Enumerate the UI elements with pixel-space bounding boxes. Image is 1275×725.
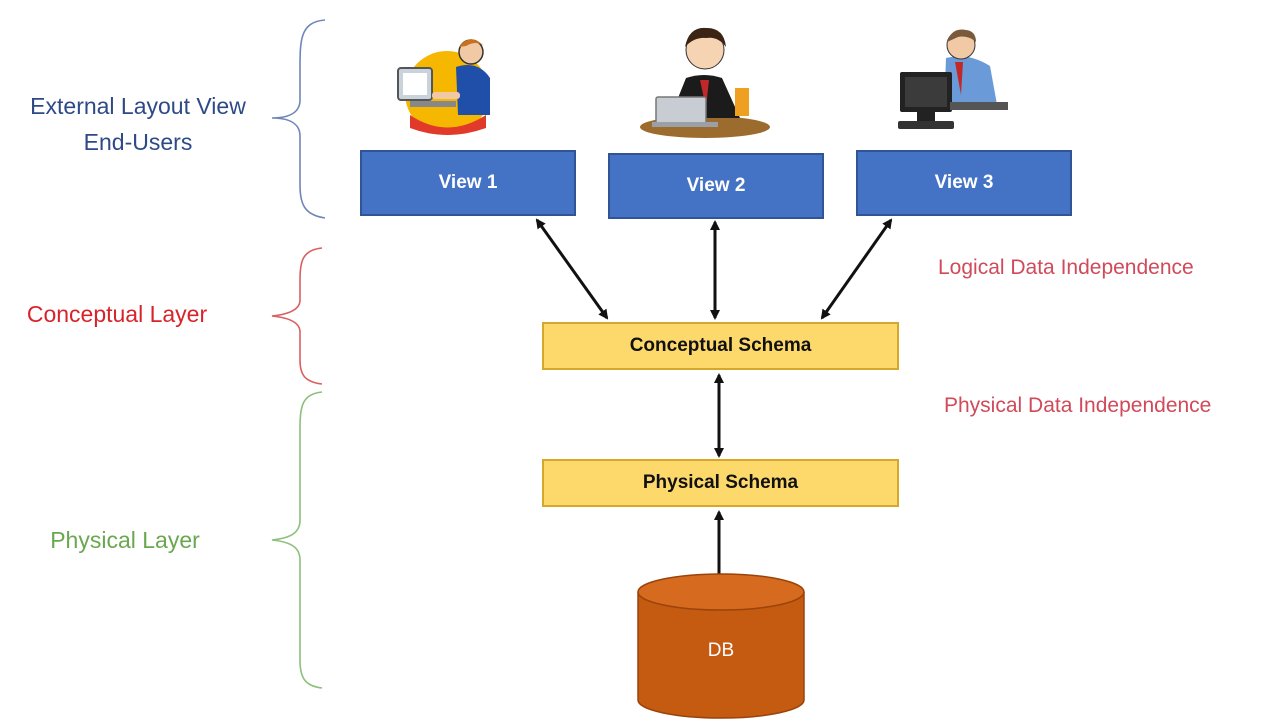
conceptual-brace	[271, 247, 323, 385]
arrow-view3-conceptual	[820, 218, 893, 320]
physical-independence-label: Physical Data Independence	[944, 394, 1212, 417]
external-brace	[271, 19, 326, 219]
physical-schema-box: Physical Schema	[542, 459, 899, 507]
arrow-view1-conceptual	[535, 218, 609, 320]
conceptual-schema-box: Conceptual Schema	[542, 322, 899, 370]
user-laptop-icon	[640, 27, 770, 138]
external-layer-label: External Layout View End-Users	[18, 88, 258, 160]
database-cylinder	[637, 573, 805, 719]
logical-independence-label: Logical Data Independence	[938, 256, 1194, 279]
physical-layer-label: Physical Layer	[50, 527, 200, 553]
user-monitor-icon	[898, 29, 1008, 129]
view-3-box: View 3	[856, 150, 1072, 216]
user-computer-icon	[397, 39, 490, 135]
view-2-box: View 2	[608, 153, 824, 219]
external-layer-subtitle: End-Users	[83, 129, 193, 155]
view-1-box: View 1	[360, 150, 576, 216]
conceptual-layer-label: Conceptual Layer	[26, 301, 208, 327]
external-layer-title: External Layout View	[30, 93, 246, 119]
database-label: DB	[707, 640, 735, 661]
physical-brace	[271, 391, 323, 689]
